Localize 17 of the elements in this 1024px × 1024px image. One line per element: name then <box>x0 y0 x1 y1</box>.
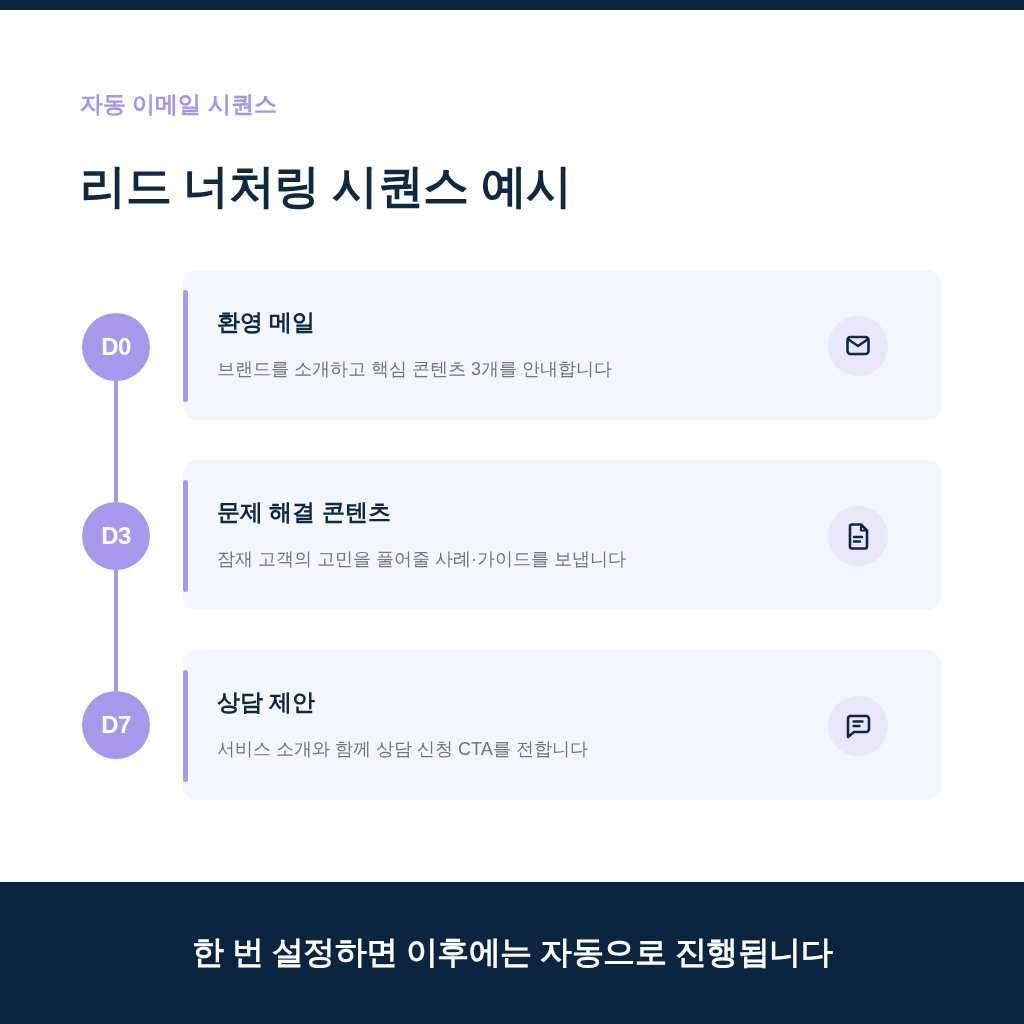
card-description: 브랜드를 소개하고 핵심 콘텐츠 3개를 안내합니다 <box>217 358 612 381</box>
footer-band: 한 번 설정하면 이후에는 자동으로 진행됩니다 <box>0 882 1024 1024</box>
step-card <box>183 650 941 800</box>
connector-line <box>114 570 118 691</box>
day-circle: D7 <box>82 691 150 759</box>
page-title: 리드 너처링 시퀀스 예시 <box>80 159 572 214</box>
step-card <box>183 460 941 610</box>
card-title: 환영 메일 <box>217 308 316 336</box>
day-circle: D0 <box>82 313 150 381</box>
day-circle: D3 <box>82 502 150 570</box>
step-card <box>183 270 941 420</box>
card-description: 잠재 고객의 고민을 풀어줄 사례·가이드를 보냅니다 <box>217 548 626 571</box>
card-title: 상담 제안 <box>217 688 316 716</box>
card-description: 서비스 소개와 함께 상담 신청 CTA를 전합니다 <box>217 738 588 761</box>
card-title: 문제 해결 콘텐츠 <box>217 498 391 526</box>
connector-line <box>114 381 118 502</box>
eyebrow-text: 자동 이메일 시퀀스 <box>80 90 277 119</box>
